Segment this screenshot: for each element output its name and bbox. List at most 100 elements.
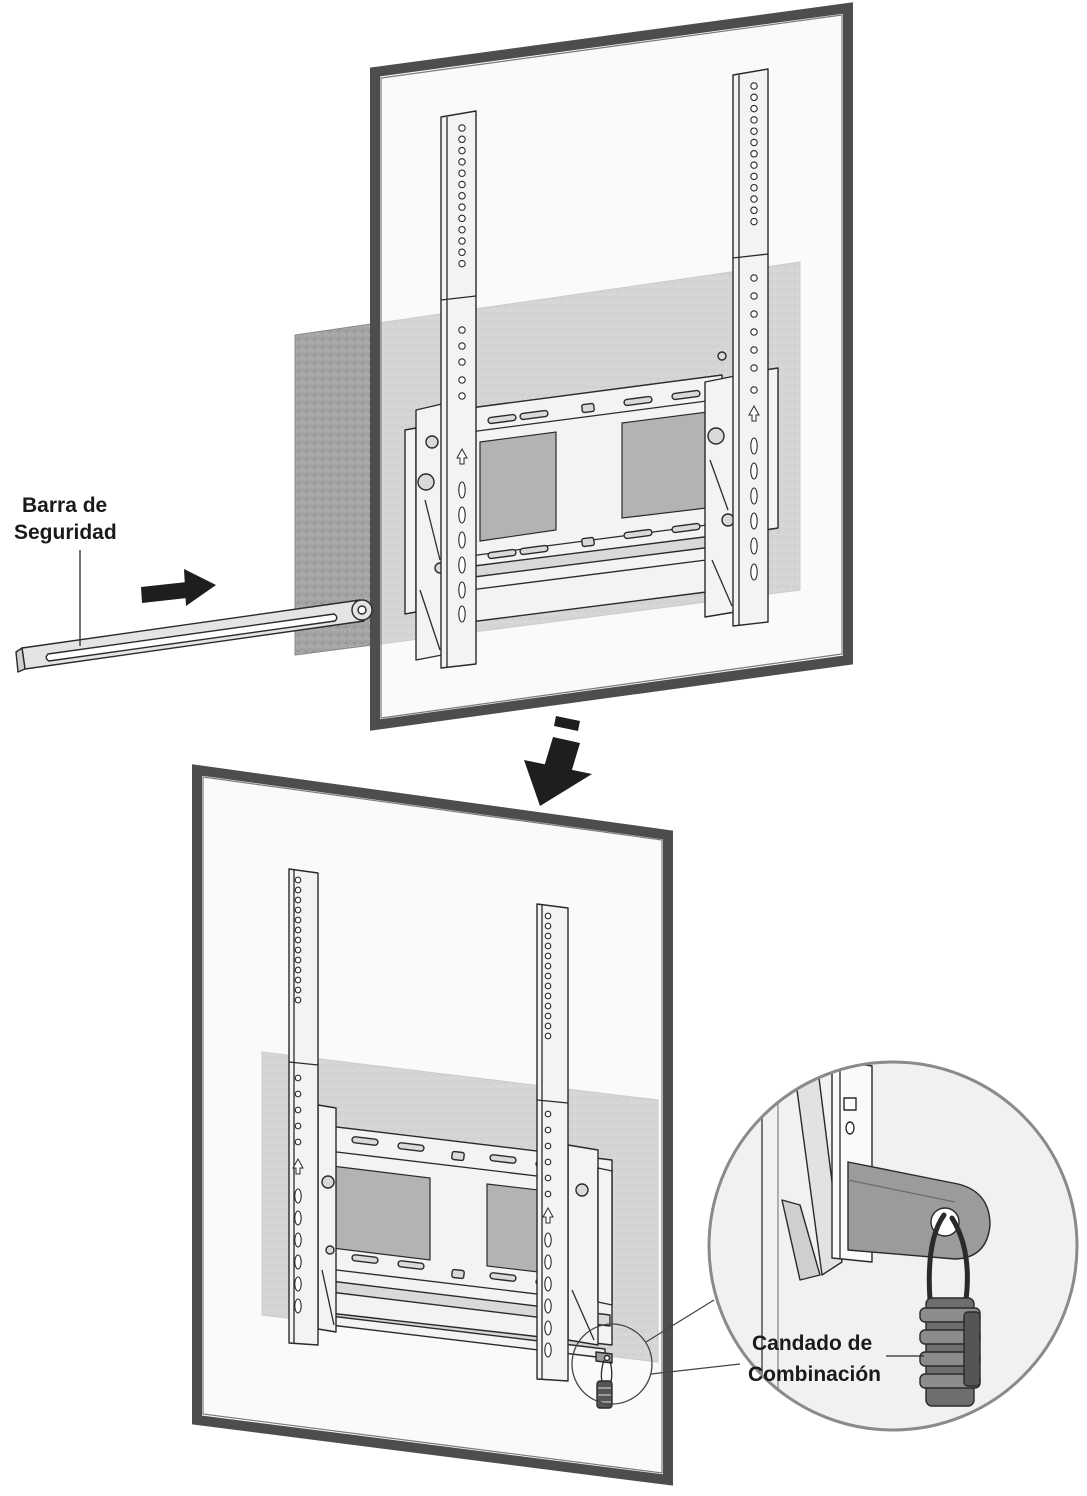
wall-plate-rail-line (469, 557, 723, 591)
mount-hole (544, 942, 552, 950)
bracket-body (732, 68, 769, 627)
mount-slot (544, 1276, 552, 1292)
mount-slot (458, 531, 466, 549)
zoom-connector-line (650, 1363, 741, 1375)
mount-slot (294, 1232, 302, 1248)
security-bar (15, 599, 373, 673)
bracket-square-hole-zoom (843, 1097, 857, 1111)
mount-slot (544, 1232, 552, 1248)
lock-shackle-zoom (926, 1212, 947, 1303)
lock-tab-hole-small (603, 1354, 611, 1362)
rail-slot (623, 528, 653, 540)
rail-slot (581, 536, 595, 548)
arm-plate (704, 375, 736, 618)
mount-hole (750, 206, 758, 215)
wall-plate-opening-left (331, 1165, 431, 1261)
mount-hole (544, 1158, 552, 1166)
mount-hole (294, 946, 302, 954)
mount-hole (294, 896, 302, 904)
rail-slot (671, 522, 701, 534)
tv-panel-bottom (197, 770, 668, 1480)
wall-plate-opening-left (479, 431, 557, 542)
mount-slot (750, 563, 758, 581)
mount-hole (544, 1126, 552, 1134)
lock-side-zoom (963, 1311, 981, 1387)
arm-strip (597, 1167, 613, 1306)
tilt-arm-right-bottom (567, 1144, 613, 1346)
mount-slot (294, 1254, 302, 1270)
security-tab-edge-zoom (847, 1179, 956, 1203)
mount-hole (294, 1090, 302, 1098)
bottom-scene: Candado de Combinación (192, 764, 1079, 1486)
wall-plate-rail-line (469, 398, 723, 433)
mount-hole (294, 916, 302, 924)
arrow-shaft (544, 737, 580, 773)
tilt-knob (417, 473, 435, 491)
mount-slot (544, 1298, 552, 1314)
tv-frame-bottom (192, 764, 673, 1486)
mount-hole (544, 1142, 552, 1150)
insert-direction-arrow (141, 569, 216, 606)
lock-detail-small (595, 1351, 613, 1409)
mount-hole (750, 104, 758, 113)
security-bar-end-tab (15, 647, 26, 673)
mount-hole (544, 952, 552, 960)
mount-slot (458, 481, 466, 499)
wall-plate-slots-bottom (351, 1254, 563, 1288)
mount-hole (750, 161, 758, 169)
mount-slot (458, 556, 466, 574)
mount-hole (544, 912, 552, 920)
mount-hole (750, 116, 758, 124)
vertical-bracket-right-bottom (536, 903, 569, 1382)
mount-hole (458, 392, 466, 400)
rail-slot (519, 544, 549, 556)
rail-slot (397, 1142, 425, 1152)
security-tab-zoom (847, 1161, 991, 1260)
mount-slot (458, 581, 466, 599)
mount-hole (294, 1122, 302, 1130)
top-scene: Barra de Seguridad (14, 2, 853, 731)
mount-slot (458, 506, 466, 524)
arm-link (321, 1269, 335, 1326)
mount-hole (294, 986, 302, 994)
security-bar-slot (45, 613, 338, 662)
arrow-head (524, 760, 592, 806)
zoom-source-circle (571, 1323, 653, 1405)
mount-hole (544, 1190, 552, 1198)
mount-hole (458, 259, 466, 268)
mount-hole (458, 192, 466, 200)
mount-hole (458, 376, 466, 384)
mount-hole (544, 1110, 552, 1118)
mount-hole (544, 972, 552, 980)
tilt-arm-left-top (404, 403, 446, 661)
tilt-bolt (325, 1245, 335, 1255)
tv-frame-inner-edge (380, 14, 843, 719)
mount-hole (458, 326, 466, 334)
mount-hole (294, 886, 302, 894)
mount-hole (294, 976, 302, 984)
mount-hole (544, 932, 552, 940)
mount-hole (458, 169, 466, 177)
mount-hole (294, 1074, 302, 1082)
mount-slot (750, 512, 758, 530)
mount-slot (294, 1210, 302, 1226)
lock-shackle-zoom (949, 1215, 970, 1303)
rail-slot (351, 1136, 379, 1146)
lock-label-line1: Candado de (752, 1332, 872, 1355)
mount-hole (294, 906, 302, 914)
mount-hole (458, 124, 466, 132)
next-step-arrow (524, 716, 592, 806)
tilt-knob (721, 513, 735, 527)
wall-plate-opening-right (621, 410, 716, 519)
mount-slot (750, 437, 758, 455)
up-arrow-icon (456, 447, 468, 465)
mount-hole (458, 342, 466, 350)
mount-slot (294, 1276, 302, 1292)
arm-link (419, 589, 441, 651)
up-arrow-icon (748, 404, 760, 422)
mount-hole (750, 93, 758, 102)
zoom-magnifier: Candado de Combinación (707, 1060, 1079, 1432)
rail-slot (487, 548, 517, 560)
rail-slot (581, 402, 595, 414)
up-arrow-icon (292, 1157, 304, 1175)
